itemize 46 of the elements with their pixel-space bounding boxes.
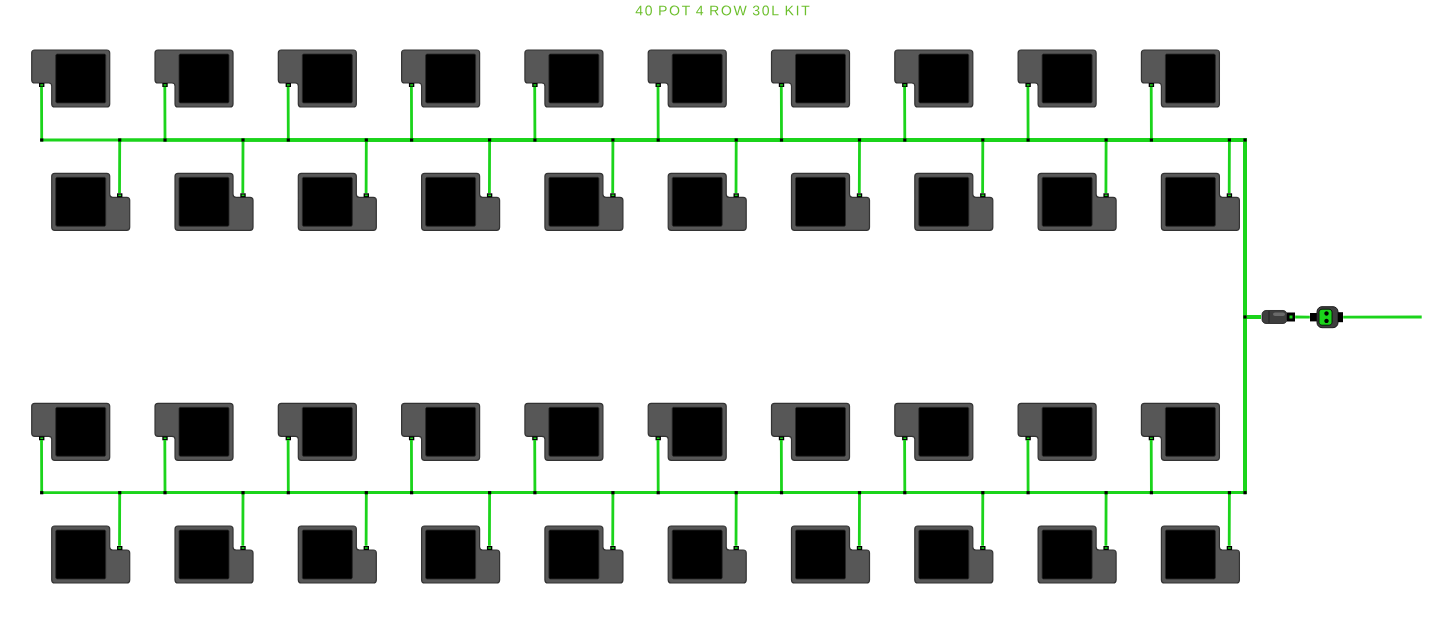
pot (1017, 49, 1097, 108)
tube (1343, 315, 1422, 319)
pot (894, 402, 974, 461)
pot (297, 525, 377, 584)
pot (277, 402, 357, 461)
pot (544, 172, 624, 231)
pot (277, 49, 357, 108)
pot (51, 525, 131, 584)
pot (544, 525, 624, 584)
pot (1017, 402, 1097, 461)
pot (524, 49, 604, 108)
tap-connector (1310, 306, 1343, 329)
pot (647, 402, 727, 461)
pot (894, 49, 974, 108)
pot (297, 172, 377, 231)
pot (667, 172, 747, 231)
pot (421, 525, 501, 584)
pot (421, 172, 501, 231)
pot (770, 402, 851, 461)
pot (401, 49, 481, 108)
pot (790, 172, 871, 231)
title: 40 POT 4 ROW 30L KIT (635, 5, 810, 16)
pot (174, 172, 254, 231)
pot (31, 402, 111, 461)
pot (1160, 172, 1240, 231)
pot (914, 172, 994, 231)
tube (1227, 315, 1261, 546)
tube (1295, 315, 1310, 319)
pot (174, 525, 254, 584)
pot (1160, 525, 1240, 584)
pot (1037, 172, 1117, 231)
pot (790, 525, 871, 584)
pot (401, 402, 481, 461)
pot (154, 402, 234, 461)
pot (647, 49, 727, 108)
pot (667, 525, 747, 584)
pot (914, 525, 994, 584)
pot (31, 49, 111, 108)
pot (524, 402, 604, 461)
pot (770, 49, 851, 108)
pot (51, 172, 131, 231)
pot (1140, 49, 1220, 108)
hose-connector (1261, 310, 1295, 324)
pot (1140, 402, 1220, 461)
pot (1037, 525, 1117, 584)
pot (154, 49, 234, 108)
